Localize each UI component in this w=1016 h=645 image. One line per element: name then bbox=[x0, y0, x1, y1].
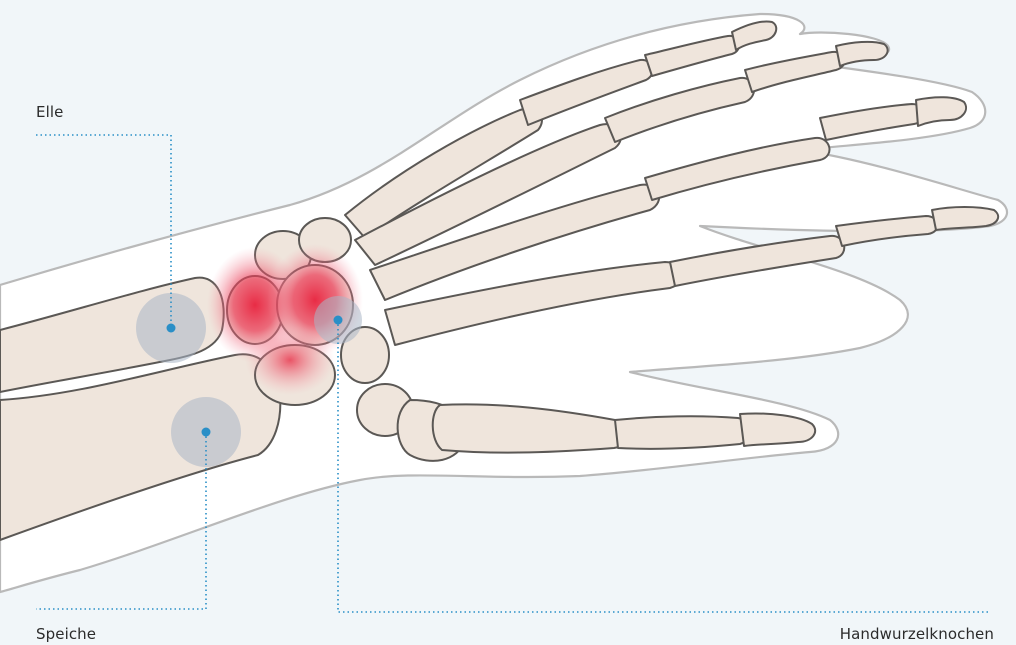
phalanx-bone bbox=[615, 416, 750, 449]
carpal-bones-label: Handwurzelknochen bbox=[840, 625, 994, 643]
ulna-label: Elle bbox=[36, 103, 63, 121]
ulna-marker bbox=[136, 293, 206, 363]
phalanx-bone bbox=[836, 42, 888, 66]
radius-label: Speiche bbox=[36, 625, 96, 643]
phalanx-bone bbox=[932, 207, 998, 230]
